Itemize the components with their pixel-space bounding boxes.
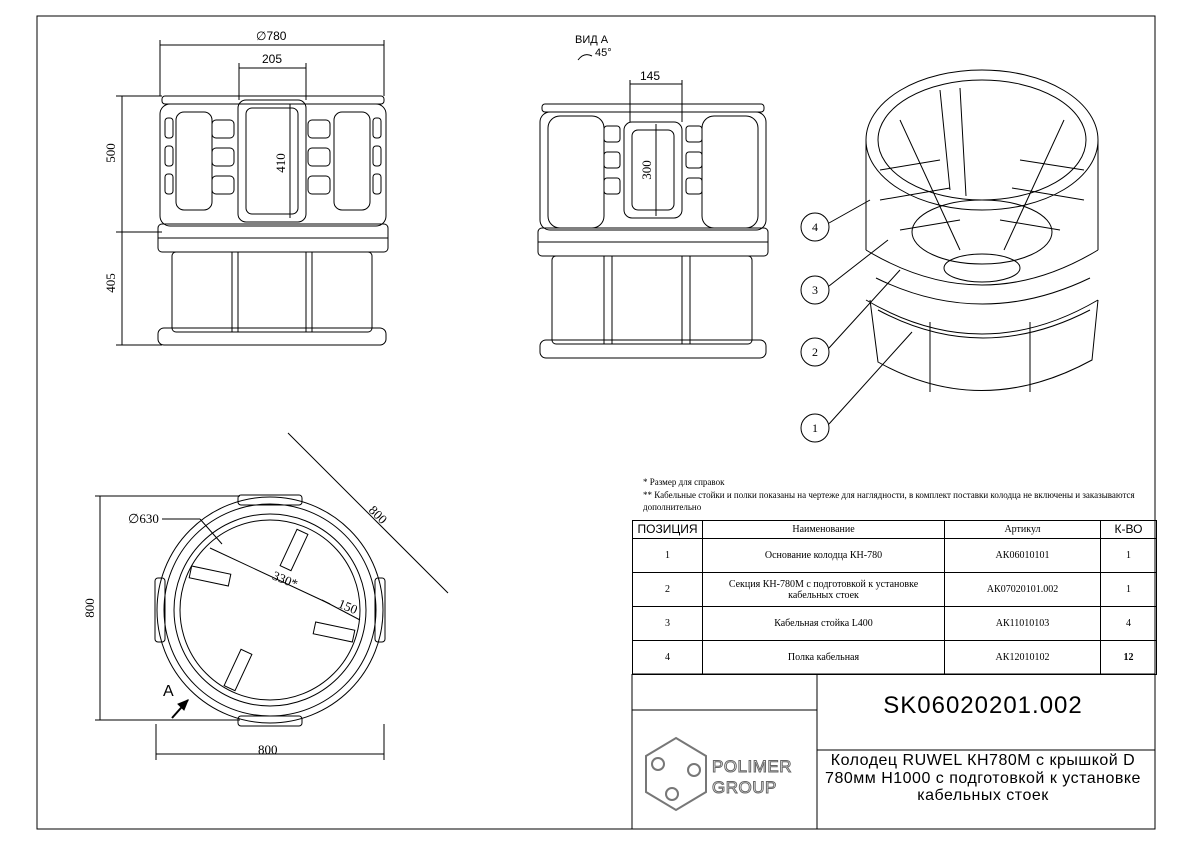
row-position: 1 [632, 538, 703, 573]
table-row: 1 Основание колодца КН-780 АК06010101 1 [632, 538, 1157, 573]
note-1: * Размер для справок [643, 477, 725, 487]
plan-diameter-dim: ∅630 [128, 511, 159, 526]
row-article: АК06010101 [944, 538, 1101, 573]
row-name: Кабельная стойка L400 [702, 606, 945, 641]
front-height-lower-dim: 405 [102, 273, 118, 293]
table-row: 3 Кабельная стойка L400 АК11010103 4 [632, 606, 1157, 641]
drawing-notes: * Размер для справок ** Кабельные стойки… [643, 476, 1143, 514]
row-quantity: 1 [1100, 572, 1157, 607]
front-height-upper-dim: 500 [102, 143, 118, 163]
table-row: 2 Секция КН-780М с подготовкой к установ… [632, 572, 1157, 607]
front-width-dim: 205 [262, 52, 283, 66]
row-name: Секция КН-780М с подготовкой к установке… [702, 572, 945, 607]
drawing-code: SK06020201.002 [883, 692, 1083, 719]
row-position: 3 [632, 606, 703, 641]
drawing-description: Колодец RUWEL КН780М с крышкой D 780мм H… [825, 752, 1141, 804]
row-position: 2 [632, 572, 703, 607]
plan-view-marker: А [163, 683, 174, 700]
front-slot-dim: 410 [272, 153, 288, 173]
side-view [537, 80, 769, 359]
row-article: АК07020101.002 [944, 572, 1101, 607]
row-position: 4 [632, 640, 703, 675]
plan-view [95, 432, 449, 760]
callout-3: 3 [812, 283, 818, 297]
row-quantity: 1 [1100, 538, 1157, 573]
brand-line-2: GROUP [712, 778, 777, 798]
table-row: 4 Полка кабельная АК12010102 12 [632, 640, 1157, 675]
callout-2: 2 [812, 345, 818, 359]
view-a-arrow [577, 54, 593, 61]
drawing-frame [36, 15, 1156, 830]
header-quantity: К-ВО [1100, 520, 1157, 539]
side-slot-width-dim: 145 [640, 69, 661, 83]
callout-1: 1 [812, 421, 818, 435]
row-article: АК12010102 [944, 640, 1101, 675]
callout-4: 4 [812, 220, 818, 234]
polimer-group-logo [645, 736, 707, 812]
side-slot-height-dim: 300 [638, 160, 654, 180]
plan-width-dim: 800 [258, 742, 278, 757]
isometric-view [800, 69, 1099, 443]
note-2: ** Кабельные стойки и полки показаны на … [643, 489, 1135, 513]
view-a-title: ВИД А [575, 34, 609, 46]
header-position: ПОЗИЦИЯ [632, 520, 703, 539]
row-name: Полка кабельная [702, 640, 945, 675]
row-name: Основание колодца КН-780 [702, 538, 945, 573]
specification-table: ПОЗИЦИЯ Наименование Артикул К-ВО 1 Осно… [632, 520, 1157, 675]
header-article: Артикул [944, 520, 1101, 539]
front-diameter-dim: ∅780 [256, 29, 287, 43]
front-view [116, 40, 389, 346]
row-article: АК11010103 [944, 606, 1101, 641]
row-quantity: 12 [1100, 640, 1157, 675]
header-name: Наименование [702, 520, 945, 539]
plan-height-dim: 800 [81, 598, 97, 618]
row-quantity: 4 [1100, 606, 1157, 641]
brand-line-1: POLIMER [711, 757, 793, 777]
table-header-row: ПОЗИЦИЯ Наименование Артикул К-ВО [632, 520, 1157, 539]
view-a-angle: 45° [595, 47, 612, 59]
